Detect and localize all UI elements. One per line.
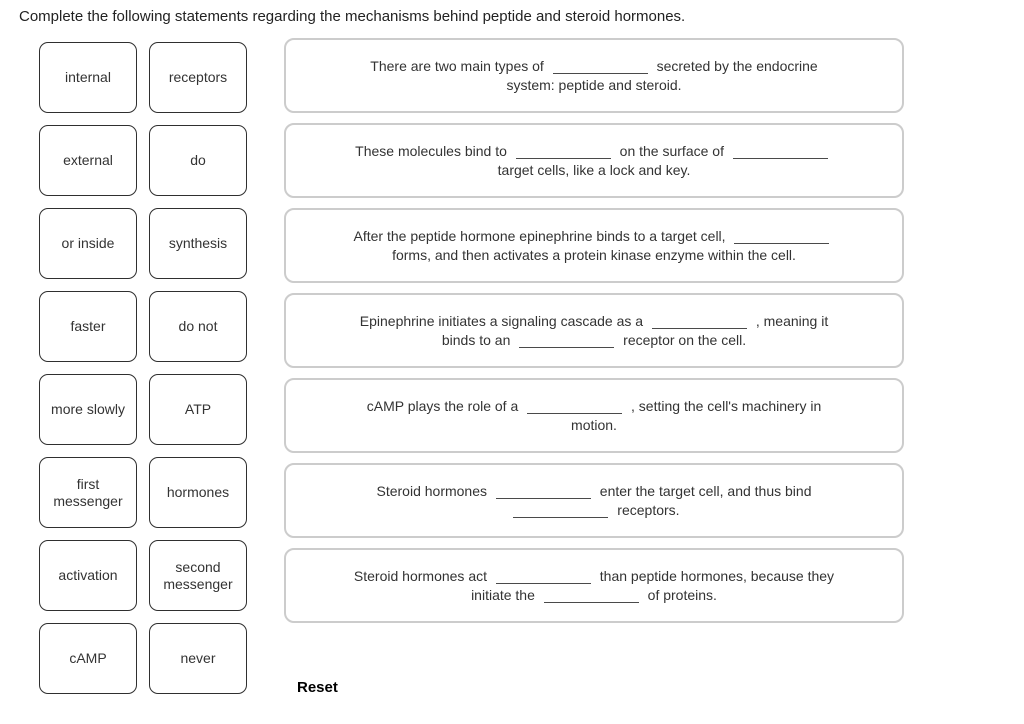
statement-line: initiate the of proteins. — [471, 586, 717, 603]
statement-line: motion. — [571, 416, 617, 433]
word-tile[interactable]: do — [149, 125, 247, 196]
statement-line: system: peptide and steroid. — [506, 76, 682, 93]
statement-box: Epinephrine initiates a signaling cascad… — [284, 293, 904, 368]
answer-blank[interactable] — [513, 506, 609, 518]
statement-box: Steroid hormones act than peptide hormon… — [284, 548, 904, 623]
word-tile[interactable]: do not — [149, 291, 247, 362]
reset-button[interactable]: Reset — [297, 679, 338, 696]
statement-box: There are two main types of secreted by … — [284, 38, 904, 113]
word-tile[interactable]: internal — [39, 42, 137, 113]
word-tile[interactable]: more slowly — [39, 374, 137, 445]
word-bank: internal external or inside faster more slow… — [39, 42, 247, 694]
statement-line: receptors. — [298, 501, 890, 520]
word-tile[interactable]: never — [149, 623, 247, 694]
answer-blank[interactable] — [543, 591, 639, 603]
word-tile[interactable]: or inside — [39, 208, 137, 279]
statement-line: binds to an receptor on the cell. — [441, 331, 747, 348]
answer-blank[interactable] — [734, 232, 830, 244]
answer-blank[interactable] — [527, 402, 623, 414]
statement-line: target cells, like a lock and key. — [497, 161, 691, 178]
statement-box: These molecules bind to on the surface o… — [284, 123, 904, 198]
answer-blank[interactable] — [552, 62, 648, 74]
word-tile[interactable]: receptors — [149, 42, 247, 113]
answer-blank[interactable] — [732, 147, 828, 159]
statement-line: forms, and then activates a protein kina… — [392, 246, 796, 263]
statement-line: There are two main types of secreted by … — [370, 57, 818, 74]
statement-line: Steroid hormones act than peptide hormon… — [353, 567, 835, 584]
word-bank-column-1: internal external or inside faster more slow… — [39, 42, 137, 694]
statement-box: Steroid hormones enter the target cell, … — [284, 463, 904, 538]
answer-blank[interactable] — [495, 487, 591, 499]
word-tile[interactable]: synthesis — [149, 208, 247, 279]
answer-blank[interactable] — [651, 317, 747, 329]
word-tile[interactable]: external — [39, 125, 137, 196]
word-tile[interactable]: first messenger — [39, 457, 137, 528]
statement-line: Epinephrine initiates a signaling cascad… — [359, 312, 829, 329]
word-tile[interactable]: ATP — [149, 374, 247, 445]
word-tile[interactable]: activation — [39, 540, 137, 611]
answer-blank[interactable] — [519, 336, 615, 348]
word-tile[interactable]: cAMP — [39, 623, 137, 694]
statement-line: After the peptide hormone epinephrine bi… — [298, 227, 890, 246]
statement-box: After the peptide hormone epinephrine bi… — [284, 208, 904, 283]
statement-line: Steroid hormones enter the target cell, … — [376, 482, 812, 499]
statement-line: These molecules bind to on the surface o… — [298, 142, 890, 161]
answer-blank[interactable] — [495, 572, 591, 584]
answer-blank[interactable] — [515, 147, 611, 159]
word-tile[interactable]: faster — [39, 291, 137, 362]
word-tile[interactable]: hormones — [149, 457, 247, 528]
statements-list: There are two main types of secreted by … — [284, 38, 904, 623]
statement-box: cAMP plays the role of a , setting the c… — [284, 378, 904, 453]
page-title: Complete the following statements regard… — [19, 8, 686, 25]
statement-line: cAMP plays the role of a , setting the c… — [366, 397, 822, 414]
word-tile[interactable]: second messenger — [149, 540, 247, 611]
